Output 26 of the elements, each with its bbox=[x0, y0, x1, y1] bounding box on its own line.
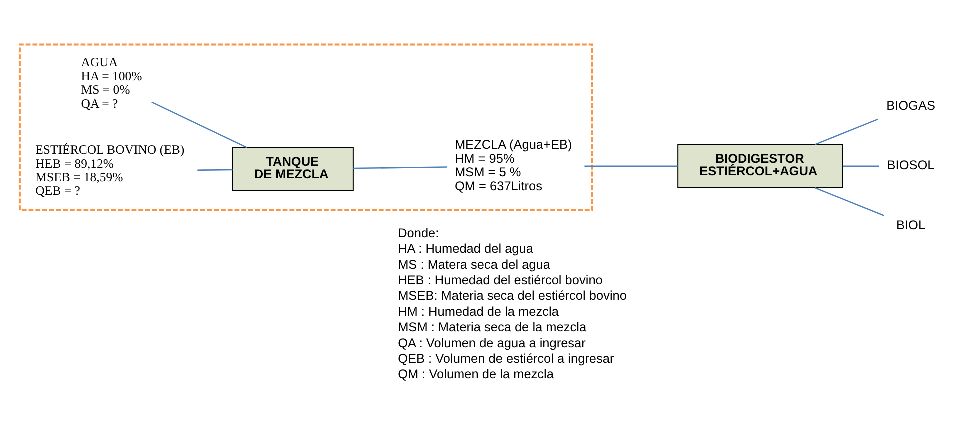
node-box: TANQUE DE MEZCLA bbox=[232, 146, 354, 191]
node-text: BIOL bbox=[896, 217, 926, 232]
node-text: ESTIÉRCOL BOVINO (EB) HEB = 89,12% MSEB = 18,59% QEB = ? bbox=[36, 142, 185, 198]
connector bbox=[584, 165, 678, 167]
label: QM : Volumen de la mezcla bbox=[398, 366, 554, 382]
label: HM : Humedad de la mezcla bbox=[398, 303, 559, 318]
node-text: AGUA HA = 100% MS = 0% QA = ? bbox=[81, 55, 142, 110]
label: QA : Volumen de agua a ingresar bbox=[398, 334, 586, 350]
connector bbox=[152, 101, 248, 148]
node-text: BIOGAS bbox=[886, 97, 936, 112]
label: MSM : Materia seca de la mezcla bbox=[398, 319, 587, 334]
connector bbox=[843, 165, 880, 167]
label: Donde: bbox=[398, 224, 440, 240]
node-box: BIODIGESTOR ESTIÉRCOL+AGUA bbox=[678, 144, 844, 188]
connector bbox=[814, 186, 885, 216]
node-text: MEZCLA (Agua+EB) HM = 95% MSM = 5 % QM = 637Litros bbox=[454, 136, 572, 193]
connector bbox=[814, 118, 878, 145]
connector bbox=[354, 166, 448, 169]
connector bbox=[198, 168, 233, 171]
cluster bbox=[18, 43, 594, 211]
label: HA : Humedad del agua bbox=[398, 240, 534, 256]
label: HEB : Humedad del estiércol bovino bbox=[398, 272, 603, 287]
node-text: BIOSOL bbox=[887, 157, 935, 172]
label: MS : Matera seca del agua bbox=[398, 256, 550, 272]
label: QEB : Volumen de estiércol a ingresar bbox=[398, 350, 614, 366]
label: MSEB: Materia seca del estiércol bovino bbox=[398, 288, 627, 303]
